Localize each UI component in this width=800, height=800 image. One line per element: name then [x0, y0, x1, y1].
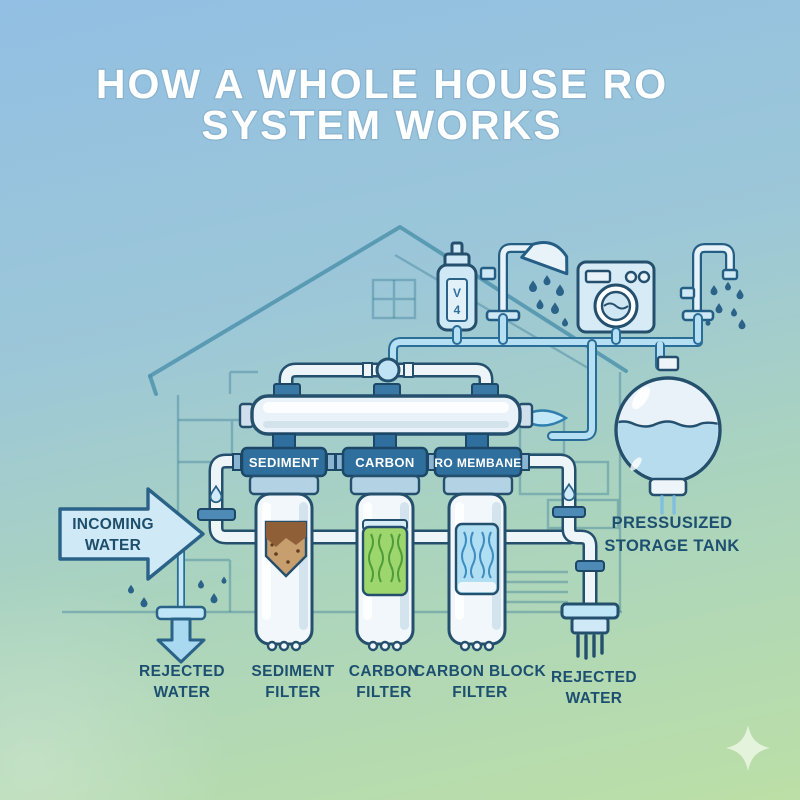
- rejected-water-right-line1: REJECTED: [551, 669, 637, 686]
- roof-outline: [148, 225, 628, 396]
- drain-icon: [560, 602, 620, 660]
- pipe-flanges: [197, 506, 605, 572]
- incoming-water-arrow: INCOMING WATER: [58, 487, 205, 581]
- sparkle-icon: [726, 725, 770, 771]
- manifold: [238, 383, 534, 449]
- carbon-block-filter-line2: FILTER: [452, 684, 508, 701]
- storage-tank: [614, 355, 722, 515]
- captions: REJECTED WATER SEDIMENT FILTER CARBON FI…: [139, 514, 739, 707]
- filter-caps: SEDIMENT CARBON RO MEMBANE: [232, 446, 530, 478]
- cap-label-ro-membrane: RO MEMBANE: [434, 456, 521, 470]
- page-title: HOW A WHOLE HOUSE RO SYSTEM WORKS: [95, 60, 668, 150]
- window-icon: [371, 278, 417, 320]
- cap-label-sediment: SEDIMENT: [249, 455, 319, 470]
- title-line1: HOW A WHOLE HOUSE RO: [96, 61, 668, 107]
- filter-housings: [248, 474, 514, 652]
- incoming-water-line2: WATER: [85, 537, 141, 554]
- ro-membrane-cartridge: [454, 522, 500, 596]
- washing-machine-icon: [576, 260, 656, 334]
- faucet-icon: [679, 243, 746, 330]
- title-line2: SYSTEM WORKS: [201, 102, 562, 148]
- rejected-water-left-line2: WATER: [154, 684, 211, 701]
- drain-flange: [155, 605, 207, 621]
- rejected-water-right-line2: WATER: [566, 690, 623, 707]
- storage-tank-line1: PRESSUSIZED: [612, 514, 733, 532]
- carbon-filter-line2: FILTER: [356, 684, 412, 701]
- rejected-water-left-assembly: [128, 544, 227, 664]
- carbon-block-filter-line1: CARBON BLOCK: [414, 663, 547, 680]
- uv-label-top: V: [453, 286, 461, 300]
- sediment-filter-line2: FILTER: [265, 684, 321, 701]
- faucet-drops: [705, 281, 746, 330]
- sediment-cartridge: [264, 520, 308, 578]
- down-arrow-icon: [156, 617, 206, 664]
- housing-feet: [266, 640, 495, 652]
- valve-icon: [375, 357, 401, 383]
- shower-drops: [529, 275, 568, 327]
- sediment-filter-line1: SEDIMENT: [251, 663, 334, 680]
- stairs-lines: [505, 570, 568, 604]
- incoming-water-line1: INCOMING: [72, 516, 154, 533]
- rejected-water-left-line1: REJECTED: [139, 663, 225, 680]
- uv-cartridge-icon: V 4: [436, 241, 478, 332]
- tank-outlet-lines: [660, 495, 676, 515]
- storage-tank-line2: STORAGE TANK: [604, 537, 739, 555]
- shower-icon: [479, 240, 569, 327]
- cap-label-carbon: CARBON: [355, 455, 414, 470]
- house-framing-lines: [62, 253, 622, 614]
- uv-label-bottom: 4: [454, 303, 461, 317]
- carbon-filter-line1: CARBON: [349, 663, 419, 680]
- carbon-cartridge: [361, 519, 409, 597]
